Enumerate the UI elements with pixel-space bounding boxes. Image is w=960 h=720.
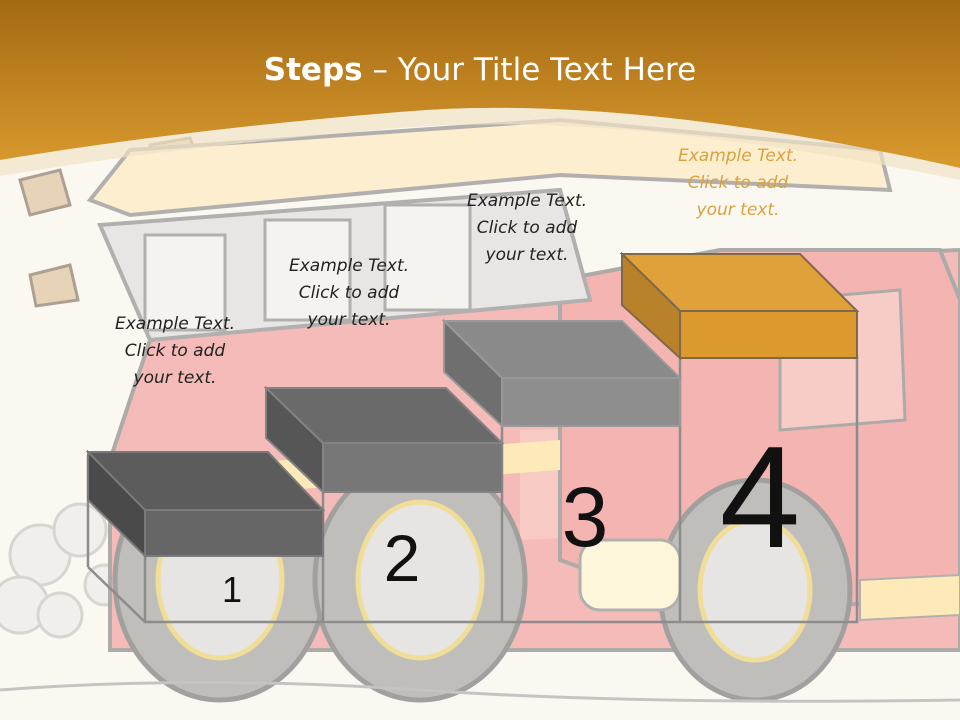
caption-line: Example Text. [114, 314, 236, 334]
steps-diagram [85, 251, 860, 624]
caption-line: Click to add [124, 341, 226, 361]
caption-line: Example Text. [677, 146, 799, 166]
slide-title[interactable]: Steps – Your Title Text Here [0, 52, 960, 88]
header-band [0, 0, 960, 168]
caption-line: your text. [307, 310, 391, 330]
caption-line: Click to add [298, 283, 400, 303]
step-number-1: 1 [221, 569, 243, 610]
title-rest: – Your Title Text Here [362, 52, 697, 88]
step-number-3: 3 [561, 470, 609, 564]
caption-line: your text. [696, 200, 780, 220]
step-caption-1[interactable]: Example Text. Click to add your text. [75, 311, 275, 392]
step-block-1 [85, 449, 326, 559]
step-block-4 [619, 251, 860, 361]
caption-line: Click to add [687, 173, 789, 193]
caption-line: Example Text. [288, 256, 410, 276]
step-caption-3[interactable]: Example Text. Click to add your text. [427, 188, 627, 269]
caption-line: Example Text. [466, 191, 588, 211]
step-caption-2[interactable]: Example Text. Click to add your text. [249, 253, 449, 334]
step-number-2: 2 [383, 521, 421, 595]
caption-line: your text. [485, 245, 569, 265]
caption-line: Click to add [476, 218, 578, 238]
step-block-3 [441, 318, 683, 429]
step-caption-4[interactable]: Example Text. Click to add your text. [638, 143, 838, 224]
title-bold: Steps [263, 52, 363, 88]
step-block-2 [263, 385, 505, 495]
step-number-4: 4 [719, 416, 801, 578]
caption-line: your text. [133, 368, 217, 388]
